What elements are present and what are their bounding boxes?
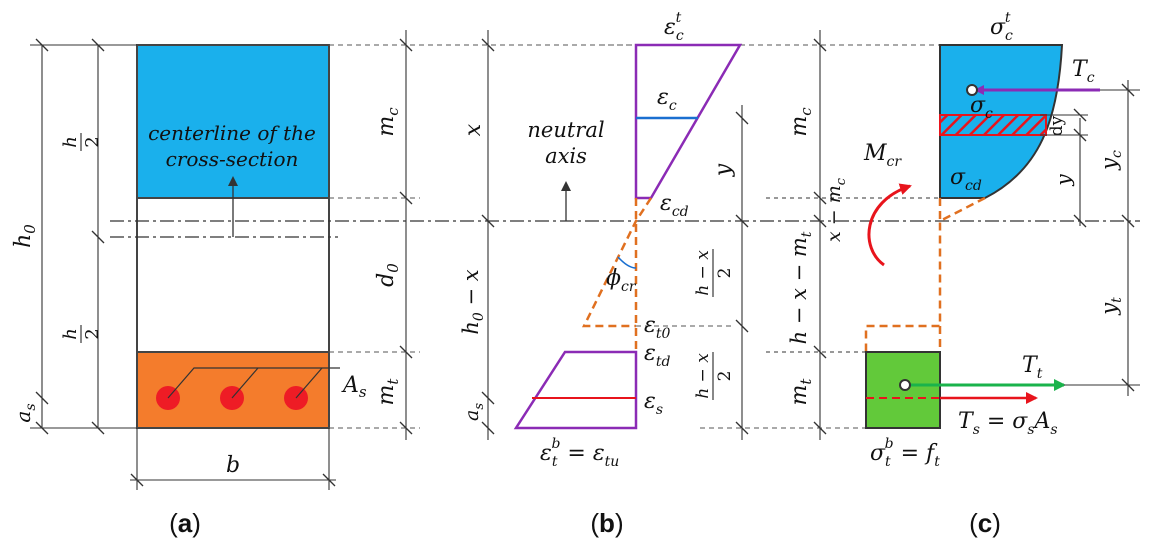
eps-s-label: εs	[644, 389, 663, 418]
svg-text:2: 2	[715, 371, 735, 382]
yt-label: yt	[1097, 297, 1125, 316]
Tc-label: Tc	[1072, 57, 1095, 86]
dy-strip	[939, 114, 1047, 136]
phi-cr-label: ϕcr	[606, 266, 637, 295]
As-label: As	[341, 373, 367, 401]
sigma-c-label: σc	[970, 93, 993, 122]
x-label: x	[461, 123, 486, 136]
projection-lines	[329, 44, 940, 429]
x-minus-mc-label: x − mc	[823, 177, 849, 242]
sigma-cd-label: σcd	[950, 165, 982, 194]
svg-text:h: h	[60, 136, 81, 148]
hx-half-lower: h − x 2	[693, 352, 735, 400]
h-half-upper: h 2	[60, 133, 103, 151]
eps-cd-label: εcd	[660, 191, 689, 220]
rebar-leader	[167, 367, 340, 399]
svg-text:2: 2	[715, 268, 735, 279]
y-label-b: y	[711, 163, 736, 177]
as-label-a: as	[11, 403, 39, 422]
eps-tb-label: εtb = εtu	[540, 436, 619, 470]
svg-text:h: h	[60, 328, 81, 340]
mt-label-b: mt	[374, 378, 402, 406]
strain-cracked-profile	[581, 197, 653, 328]
eps-ct-label: εct	[664, 10, 684, 44]
h0-label: h0	[11, 224, 39, 248]
neutral-axis-label-2: axis	[545, 144, 587, 168]
dy-label: dy	[1047, 115, 1067, 136]
centerline-label: centerline of the	[148, 121, 316, 145]
svg-text:2: 2	[82, 328, 103, 339]
eps-t0-label: εt0	[644, 313, 670, 342]
Mcr-label: Mcr	[863, 141, 902, 170]
svg-text:h − x: h − x	[693, 250, 713, 296]
stress-cracked-profile	[864, 196, 986, 352]
caption-c: (c)	[969, 508, 1001, 538]
centerline-label-2: cross-section	[166, 147, 299, 171]
Ts-label: Ts = σsAs	[958, 409, 1058, 438]
panel-a: centerline of the cross-section As h0 as…	[11, 38, 367, 538]
h-x-mt-label: h − x − mt	[787, 231, 815, 344]
h-half-lower: h 2	[60, 325, 103, 343]
sigma-tb-label: σtb = ft	[870, 436, 940, 470]
eps-c-label: εc	[657, 85, 677, 114]
d0-label: d0	[374, 263, 402, 287]
caption-b: (b)	[590, 508, 623, 538]
mc-label-b: mc	[374, 107, 402, 137]
panel-c: mc x − mc h − x − mt mt σct Tc σc dy σcd…	[766, 10, 1140, 538]
h0-minus-x-label: h0 − x	[459, 269, 487, 334]
mt-label-c: mt	[787, 378, 815, 406]
panel-b: mc d0 mt x h0 − x as neutral axis εct εc…	[374, 10, 749, 538]
b-label: b	[226, 453, 240, 478]
hx-half-upper: h − x 2	[693, 249, 735, 297]
y-label-c: y	[1051, 174, 1075, 187]
yc-label: yc	[1097, 150, 1125, 171]
strain-tension-profile	[513, 350, 638, 430]
eps-td-label: εtd	[644, 341, 670, 370]
sigma-ct-label: σct	[990, 10, 1013, 44]
svg-text:2: 2	[82, 136, 103, 147]
Mcr-moment-arrow	[867, 183, 912, 267]
neutral-axis-label: neutral	[527, 118, 604, 142]
svg-text:h − x: h − x	[693, 353, 713, 399]
as-label-b: as	[461, 403, 487, 421]
Tt-label: Tt	[1022, 353, 1043, 382]
compression-zone	[136, 44, 330, 199]
caption-a: (a)	[169, 508, 201, 538]
mc-label-c: mc	[787, 107, 815, 137]
